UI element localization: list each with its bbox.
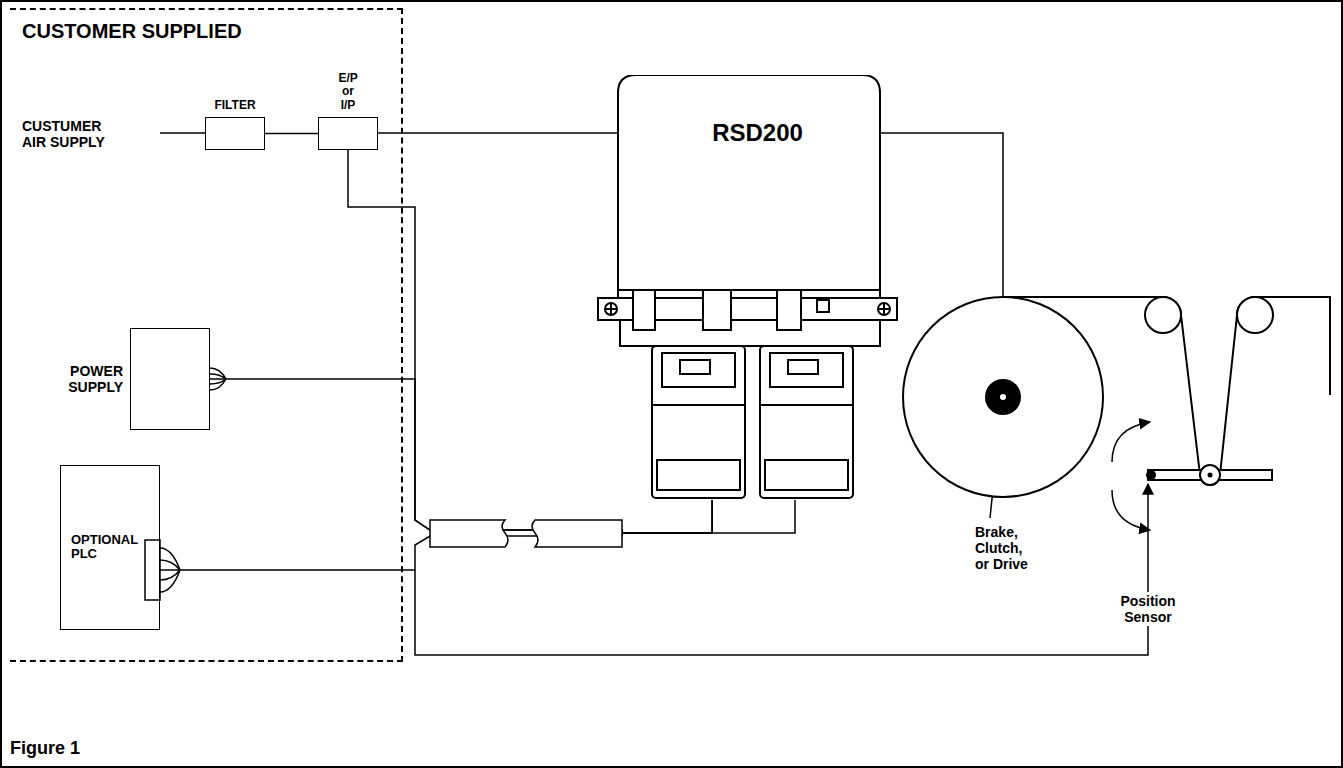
transducer-box: E/P or I/P (318, 117, 378, 150)
plc-box: OPTIONAL PLC (60, 465, 160, 630)
hub-dot (1000, 394, 1006, 400)
wire-connector (210, 379, 712, 533)
pivot-dot (1146, 470, 1156, 480)
motion-arrow (1112, 490, 1150, 530)
dancer-roller (1200, 465, 1220, 485)
node-label: CUSTOMER SUPPLIED (22, 20, 242, 43)
idler-roller (1145, 297, 1181, 333)
node-label: OPTIONAL PLC (71, 533, 138, 563)
rsd200-unit: RSD200 (595, 75, 920, 500)
wire-connector (160, 500, 712, 570)
motion-arrow (1112, 422, 1150, 462)
dancer-axle (1208, 473, 1213, 478)
node-label: RSD200 (595, 119, 920, 147)
node-label: POWER SUPPLY (68, 363, 123, 395)
part-label: Position Sensor (1118, 592, 1177, 626)
node-label: FILTER (214, 99, 255, 113)
supply-label: CUSTUMER AIR SUPPLY (22, 118, 122, 150)
cable-segment (532, 520, 622, 547)
roll-hub (985, 379, 1021, 415)
cable-branch (705, 500, 795, 533)
power-supply-box: POWER SUPPLY (130, 328, 210, 430)
figure-caption: Figure 1 (10, 738, 80, 759)
wire-connector (265, 133, 318, 135)
cable-segment (430, 520, 508, 547)
roll (903, 297, 1103, 497)
sensor-wire (415, 484, 1148, 655)
node-label: E/P or I/P (338, 72, 357, 113)
part-label: Brake, Clutch, or Drive (975, 524, 1037, 572)
region-box: FILTER E/P or I/P POWER SUPPLY OPTIONAL PLC… (10, 8, 403, 662)
idler-roller (1237, 297, 1273, 333)
filter-box: FILTER (205, 117, 265, 150)
air-line (160, 132, 205, 134)
plc-connector (145, 540, 160, 600)
web-path (1003, 297, 1330, 485)
